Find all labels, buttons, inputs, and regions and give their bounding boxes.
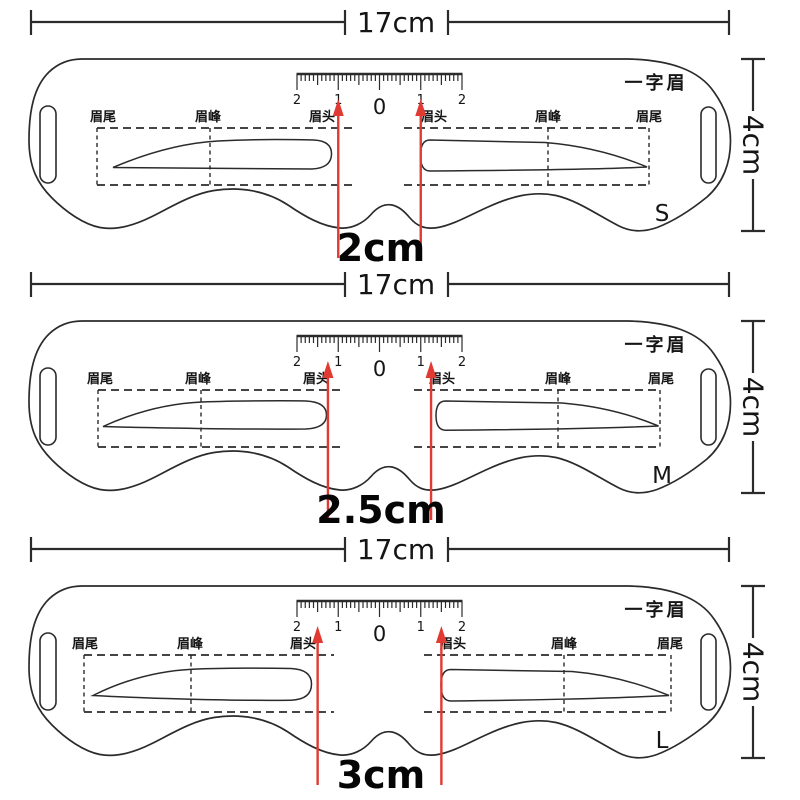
gap-arrow-left [312, 626, 324, 785]
width-dimension-label: 17cm [357, 533, 435, 566]
brow-guide-lines [96, 127, 650, 186]
brow-head-label: 眉头 [421, 109, 447, 125]
width-dimension-label: 17cm [357, 268, 435, 301]
stencil-outline [28, 320, 732, 494]
hanging-slot-right [700, 106, 717, 184]
width-dimension [29, 272, 731, 297]
brow-peak-label: 眉峰 [551, 636, 578, 652]
brow-head-label: 眉头 [309, 109, 335, 125]
ruler-ticks [296, 74, 463, 90]
brow-cutout-right [435, 400, 659, 431]
brow-peak-label: 眉峰 [177, 636, 204, 652]
ruler-number: 0 [373, 622, 386, 646]
gap-arrow-right [425, 361, 437, 520]
ruler-number: 2 [458, 355, 466, 370]
style-name-label: 一字眉 [625, 599, 688, 621]
hanging-slot-left [39, 105, 57, 184]
style-name-label: 一字眉 [625, 334, 688, 356]
ruler-number: 0 [373, 357, 386, 381]
height-dimension-label: 4cm [737, 377, 770, 437]
ruler-number: 2 [458, 93, 466, 108]
brow-head-label: 眉头 [440, 636, 466, 652]
stencil-l: 17cm 4cm 2 1 0 1 2 眉尾 眉峰 眉头 眉头 眉峰 眉尾 一字眉 L 3cm [28, 533, 770, 797]
height-dimension [741, 584, 765, 760]
brow-cutout-left [90, 667, 313, 702]
hanging-slot-left [39, 632, 57, 711]
brow-tail-label: 眉尾 [87, 372, 113, 387]
hanging-slot-right [700, 633, 717, 711]
brow-tail-label: 眉尾 [72, 637, 98, 652]
gap-measurement-label: 2.5cm [316, 488, 445, 532]
brow-tail-label: 眉尾 [90, 110, 116, 125]
stencil-s: 17cm4cm21012眉尾眉峰眉头眉头眉峰眉尾一字眉S2cm [28, 6, 770, 270]
brow-tail-label: 眉尾 [657, 637, 683, 652]
ruler-number: 1 [334, 355, 342, 370]
brow-tail-label: 眉尾 [648, 372, 674, 387]
stencil-outline [28, 585, 732, 759]
height-dimension-label: 4cm [737, 115, 770, 175]
brow-tail-label: 眉尾 [636, 110, 662, 125]
width-dimension [29, 537, 731, 562]
gap-measurement-label: 2cm [337, 226, 426, 270]
ruler-number: 0 [373, 95, 386, 119]
style-name-label: 一字眉 [625, 72, 688, 94]
nose-bridge-ruler: 2 1 0 1 2 [293, 334, 466, 381]
gap-arrow-left [322, 361, 334, 520]
ruler-number: 1 [417, 620, 425, 635]
height-dimension [741, 57, 765, 233]
brow-peak-label: 眉峰 [535, 109, 562, 125]
ruler-number: 2 [293, 620, 301, 635]
width-dimension [29, 10, 731, 35]
height-dimension [741, 319, 765, 495]
ruler-ticks [296, 336, 463, 352]
gap-arrow-right [415, 99, 427, 258]
ruler-number: 1 [334, 620, 342, 635]
brow-peak-label: 眉峰 [545, 371, 572, 387]
ruler-number: 2 [458, 620, 466, 635]
size-label: S [655, 201, 670, 227]
gap-arrow-left [332, 99, 344, 258]
brow-guide-lines [97, 389, 661, 448]
nose-bridge-ruler: 2 1 0 1 2 [293, 599, 466, 646]
hanging-slot-left [39, 367, 57, 446]
brow-head-label: 眉头 [290, 636, 316, 652]
brow-peak-label: 眉峰 [195, 109, 222, 125]
size-label: M [652, 463, 672, 489]
brow-cutout-right [419, 139, 648, 172]
hanging-slot-right [700, 368, 717, 446]
gap-arrow-right [435, 626, 447, 785]
brow-guide-lines [83, 654, 672, 713]
brow-cutout-left [102, 400, 328, 430]
brow-cutout-right [440, 668, 670, 702]
size-label: L [656, 728, 669, 754]
brow-cutout-left [112, 138, 333, 170]
height-dimension-label: 4cm [737, 642, 770, 702]
brow-head-label: 眉头 [303, 371, 329, 387]
gap-measurement-label: 3cm [337, 753, 426, 797]
ruler-number: 1 [417, 355, 425, 370]
width-dimension-label: 17cm [357, 6, 435, 39]
ruler-ticks [296, 601, 463, 617]
brow-peak-label: 眉峰 [185, 371, 212, 387]
ruler-number: 2 [293, 355, 301, 370]
stencil-outline [28, 58, 732, 232]
ruler-number: 2 [293, 93, 301, 108]
